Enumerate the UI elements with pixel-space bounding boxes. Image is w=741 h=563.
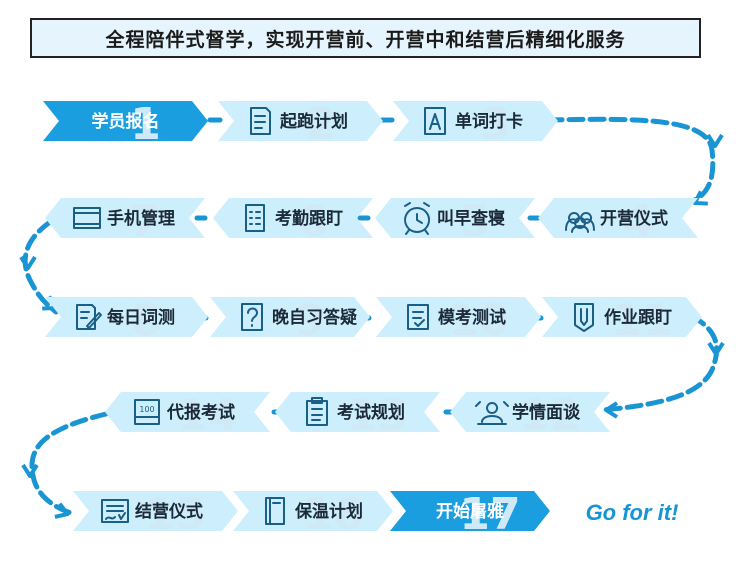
connector-arrow (54, 502, 70, 519)
step-label: 开始屠雅 (436, 501, 504, 522)
score-icon: 100 (134, 399, 160, 425)
step-number: 4 (623, 196, 654, 247)
step-label: 叫早查寝 (437, 208, 505, 229)
step-label: 起跑计划 (279, 111, 348, 132)
step-label: 保温计划 (294, 501, 363, 522)
step-number: 12 (519, 390, 580, 441)
svg-text:100: 100 (139, 405, 154, 414)
step-label: 学员报名 (92, 111, 160, 132)
clipboard-icon (306, 397, 328, 426)
step-number: 6 (298, 196, 329, 247)
chevron-shape (393, 101, 558, 141)
alarm-clock-icon (404, 202, 431, 235)
people-icon (565, 212, 595, 233)
step-number: 14 (177, 390, 238, 441)
chevron-shape (43, 101, 208, 141)
test-paper-icon (407, 304, 429, 330)
connector-arrow (19, 255, 37, 270)
go-for-it-text: Go for it! (586, 500, 679, 525)
certificate-icon (101, 499, 129, 523)
step-label: 考试规划 (336, 402, 405, 423)
connector-segment (599, 313, 720, 413)
book-icon (265, 497, 285, 525)
checklist-icon (245, 204, 265, 232)
step-label: 作业跟盯 (604, 307, 672, 328)
pencil-badge-icon (574, 303, 594, 332)
step-label: 晚自习答疑 (272, 307, 357, 328)
chevron-shape (233, 491, 393, 531)
question-icon (241, 303, 263, 331)
step-number: 13 (347, 390, 408, 441)
chevron-shape (542, 297, 702, 337)
chevron-shape (45, 297, 208, 337)
connector-arrow (707, 341, 725, 356)
step-label: 每日词测 (107, 307, 175, 328)
chevron-shape (213, 198, 373, 238)
step-label: 单词打卡 (455, 111, 523, 132)
step-number: 7 (130, 196, 161, 247)
edit-icon (76, 304, 102, 330)
step-label: 代报考试 (166, 402, 235, 423)
chevron-shape (376, 297, 541, 337)
page-title: 全程陪伴式督学，实现开营前、开营中和结营后精细化服务 (105, 28, 626, 51)
letter-a-icon (424, 107, 446, 135)
step-number: 5 (460, 196, 491, 247)
step-label: 考勤跟盯 (274, 208, 343, 229)
step-label: 开营仪式 (600, 208, 668, 229)
step-number: 16 (302, 489, 363, 540)
connector-arrow (692, 190, 708, 206)
chevron-shape (210, 297, 370, 337)
connector-arrow (21, 463, 39, 478)
step-number: 8 (131, 295, 162, 346)
step-label: 模考测试 (438, 307, 506, 328)
connector-arrow (604, 401, 619, 419)
talk-icon (475, 401, 509, 425)
phone-icon (73, 207, 101, 229)
step-label: 手机管理 (107, 208, 175, 229)
connector-arrow (706, 133, 724, 148)
step-number: 10 (448, 295, 509, 346)
chevron-shape (390, 491, 550, 531)
step-number: 15 (145, 489, 206, 540)
chevron-shape (218, 101, 383, 141)
step-number: 1 (130, 99, 161, 150)
step-chevron: 14 100 代报考试 (105, 390, 270, 441)
chevron-shape (105, 392, 270, 432)
step-number: 3 (480, 99, 511, 150)
page-title-box: 全程陪伴式督学，实现开营前、开营中和结营后精细化服务 (30, 18, 701, 58)
connector-segment (545, 116, 716, 208)
step-number: 17 (459, 489, 520, 540)
step-label: 学情面谈 (512, 402, 581, 423)
step-label: 结营仪式 (135, 501, 203, 522)
step-number: 2 (305, 99, 336, 150)
document-icon (250, 107, 271, 135)
connector-segment (22, 219, 59, 315)
step-number: 11 (611, 295, 672, 346)
step-number: 9 (295, 295, 326, 346)
chevron-shape (450, 392, 610, 432)
